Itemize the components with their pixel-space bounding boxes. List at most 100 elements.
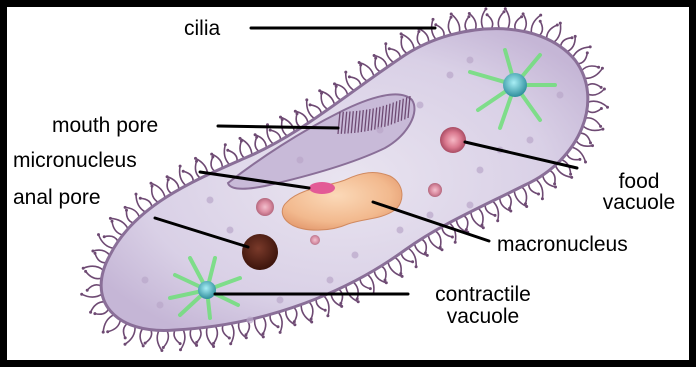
cilium-tip — [441, 248, 444, 251]
granule — [427, 212, 434, 219]
cilium-tip — [106, 330, 109, 333]
cilium — [278, 312, 282, 332]
anal-pore-shape — [242, 234, 278, 270]
cilium-tip — [600, 86, 603, 89]
cilium — [360, 278, 370, 288]
granule — [327, 277, 334, 284]
cilium-tip — [102, 331, 105, 334]
food-vacuole-small-3 — [310, 235, 320, 245]
cilium — [386, 44, 394, 63]
cilium — [478, 208, 483, 225]
cilium-tip — [451, 236, 454, 239]
cilium — [346, 72, 354, 91]
cilium — [124, 324, 128, 338]
cilium — [543, 175, 556, 187]
cilium — [180, 166, 186, 186]
granule — [142, 277, 149, 284]
cilium-tip — [84, 270, 87, 273]
cilium-tip — [454, 241, 457, 244]
label-contractile-vacuole-line2: vacuole — [417, 306, 549, 328]
cilium-tip — [494, 214, 497, 217]
label-micronucleus: micronucleus — [13, 150, 137, 172]
cilium-tip — [571, 36, 574, 39]
cilium — [195, 161, 200, 178]
cilium-tip — [293, 323, 296, 326]
cilium-tip — [570, 176, 573, 179]
cilium — [588, 89, 605, 95]
cilium — [163, 330, 168, 347]
cilium-tip — [239, 137, 242, 140]
cilium — [263, 316, 266, 334]
cilium — [481, 9, 485, 29]
cilium-tip — [369, 287, 372, 290]
cilium-tip — [603, 88, 606, 91]
cilium — [587, 84, 602, 88]
cilium-tip — [224, 143, 227, 146]
cilium-tip — [522, 12, 525, 15]
label-food-vacuole-line1: food — [594, 171, 684, 193]
cilium-tip — [111, 220, 114, 223]
cilium-tip — [326, 314, 329, 317]
cilium-tip — [162, 346, 165, 349]
cilium-tip — [109, 217, 112, 220]
cilium-tip — [384, 42, 387, 45]
cilium-tip — [525, 205, 528, 208]
cilium-tip — [503, 10, 506, 13]
cilium — [567, 154, 580, 160]
granule — [467, 57, 474, 64]
cilium — [578, 53, 588, 64]
cilium — [157, 330, 162, 350]
cilium — [224, 145, 229, 165]
cilium-tip — [574, 35, 577, 38]
cilium-tip — [182, 170, 185, 173]
cilium-tip — [103, 235, 106, 238]
cilium-tip — [279, 116, 282, 119]
cilium-tip — [484, 7, 487, 10]
cilium — [448, 17, 451, 34]
cilium — [421, 239, 426, 253]
cilium-tip — [482, 226, 485, 229]
cilium-tip — [496, 219, 499, 222]
cilium — [487, 15, 493, 29]
granule — [447, 72, 454, 79]
cilium-tip — [318, 89, 321, 92]
cilium — [87, 285, 101, 290]
cilium-tip — [374, 57, 377, 60]
cilium — [294, 307, 297, 322]
cilium — [395, 257, 402, 273]
cilium — [353, 282, 358, 299]
cilium — [316, 299, 325, 311]
cilium — [231, 323, 234, 343]
cilium — [449, 223, 455, 243]
cilium-tip — [586, 51, 589, 54]
cilium-tip — [434, 23, 437, 26]
cilium-tip — [584, 161, 587, 164]
cilium-tip — [388, 47, 391, 50]
contractile-vacuole-lower — [198, 281, 216, 299]
cilium-tip — [520, 15, 523, 18]
cilium-tip — [245, 336, 248, 339]
cilium-tip — [91, 250, 94, 253]
cilium-tip — [195, 344, 198, 347]
cilium — [136, 194, 146, 212]
cilium — [240, 141, 244, 158]
granule — [352, 252, 359, 259]
cilium-tip — [401, 275, 404, 278]
cilium — [211, 157, 215, 171]
cilium-tip — [324, 309, 327, 312]
cilium — [498, 12, 504, 29]
cilium — [417, 32, 421, 46]
cilium-tip — [373, 54, 376, 57]
cilium-tip — [80, 293, 83, 296]
cilium — [222, 325, 229, 338]
cilium-tip — [82, 267, 85, 270]
granule — [297, 157, 304, 164]
cilium — [582, 66, 599, 71]
granule — [557, 92, 564, 99]
cilium — [515, 17, 522, 30]
cilium-tip — [340, 305, 343, 308]
cilium — [309, 302, 313, 319]
granule — [207, 197, 214, 204]
cilium — [505, 9, 509, 29]
